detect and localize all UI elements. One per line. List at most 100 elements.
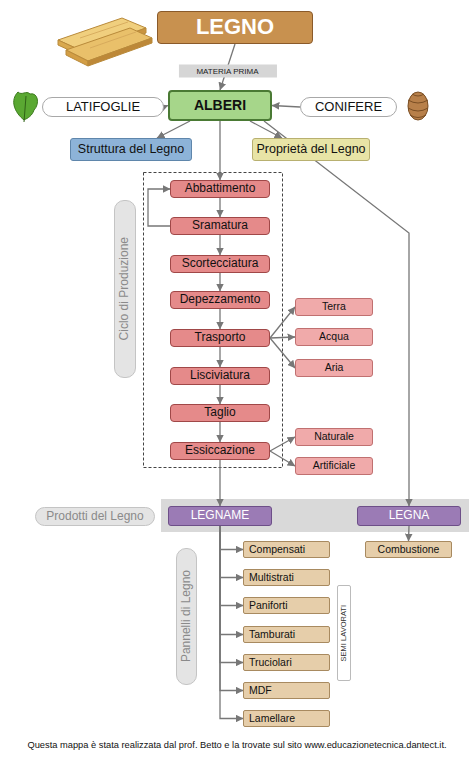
section-label: Prodotti del Legno	[35, 507, 155, 526]
use-box: Combustione	[365, 541, 452, 558]
connector-arrow	[270, 337, 295, 338]
product-box: LEGNA	[357, 506, 461, 526]
process-box: Depezzamento	[170, 291, 270, 309]
node-text: Prodotti del Legno	[46, 510, 143, 523]
connector-arrow	[220, 526, 243, 606]
process-box: Trasporto	[170, 329, 270, 347]
topic-box: Proprietà del Legno	[252, 138, 370, 161]
connector-arrow	[220, 526, 243, 635]
process-box: Sramatura	[170, 217, 270, 235]
group-tag: SEMI LAVORATI	[337, 585, 351, 681]
connector-arrow	[219, 273, 220, 291]
node-text: Truciolari	[249, 657, 292, 669]
node-text: Tamburati	[249, 629, 295, 641]
connector-arrow	[157, 121, 190, 138]
section-label: Pannelli di Legno	[176, 548, 197, 685]
process-box: Essiccazione	[170, 442, 270, 460]
pinecone-icon	[408, 92, 428, 120]
option-box: Terra	[295, 298, 373, 316]
node-text: Trasporto	[195, 331, 246, 344]
node-text: LEGNA	[389, 509, 430, 522]
cycle-dashed-frame	[144, 173, 283, 468]
node-text: Lamellare	[249, 713, 295, 725]
connector-arrow	[220, 526, 243, 578]
connector-arrow	[219, 235, 220, 255]
node-text: Abbattimento	[185, 182, 256, 195]
node-text: LEGNO	[196, 15, 274, 39]
connector-arrow	[270, 451, 295, 466]
connector-arrow	[270, 338, 295, 368]
connector-arrow	[408, 526, 410, 541]
node-text: Artificiale	[313, 460, 356, 472]
connector-arrow	[272, 106, 300, 108]
connector-arrow	[270, 307, 295, 338]
panel-box: Truciolari	[243, 654, 330, 671]
connector-arrow	[219, 422, 220, 442]
category-box: LATIFOGLIE	[42, 97, 164, 117]
products-band	[161, 499, 469, 532]
node-text: Terra	[322, 301, 346, 313]
node-text: Ciclo di Produzione	[118, 237, 131, 340]
edge-label: MATERIA PRIMA	[178, 65, 276, 78]
connector-arrow	[220, 526, 243, 691]
topic-box: Struttura del Legno	[70, 138, 192, 161]
node-text: Pannelli di Legno	[180, 570, 193, 662]
option-box: Naturale	[295, 428, 373, 446]
node-text: Compensati	[249, 544, 305, 556]
connector-arrow	[148, 189, 170, 226]
node-text: Struttura del Legno	[78, 143, 184, 157]
connector-arrow	[219, 347, 220, 367]
connector-arrow	[219, 309, 220, 329]
connector-arrow	[250, 121, 282, 138]
panel-box: MDF	[243, 682, 330, 699]
panel-box: Compensati	[243, 541, 330, 558]
node-text: CONIFERE	[315, 100, 382, 114]
category-box: CONIFERE	[300, 97, 397, 117]
node-text: Proprietà del Legno	[256, 143, 365, 157]
product-box: LEGNAME	[168, 506, 272, 526]
node-text: Scortecciatura	[182, 257, 259, 270]
connector-arrow	[264, 121, 409, 506]
node-text: Paniforti	[249, 600, 288, 612]
node-text: Multistrati	[249, 572, 294, 584]
node-text: MDF	[249, 685, 272, 697]
node-text: Sramatura	[192, 219, 248, 232]
process-box: Abbattimento	[170, 180, 270, 198]
process-box: Taglio	[170, 404, 270, 422]
node-text: Lisciviatura	[190, 369, 250, 382]
node-text: SEMI LAVORATI	[340, 605, 348, 661]
footer-caption: Questa mappa è stata realizzata dal prof…	[0, 740, 474, 750]
node-text: Taglio	[204, 406, 235, 419]
option-box: Artificiale	[295, 457, 373, 475]
main-box: ALBERI	[168, 90, 272, 121]
panel-box: Lamellare	[243, 710, 330, 727]
connector-arrow	[270, 437, 295, 451]
connector-arrow	[220, 526, 243, 550]
node-text: Depezzamento	[180, 293, 261, 306]
node-text: Naturale	[314, 431, 354, 443]
node-text: LATIFOGLIE	[66, 100, 140, 114]
node-text: Acqua	[319, 331, 349, 343]
node-text: Essiccazione	[185, 444, 255, 457]
connector-arrow	[219, 460, 220, 506]
connector-arrow	[219, 198, 220, 217]
title-box: LEGNO	[157, 11, 313, 44]
node-text: Combustione	[378, 544, 440, 556]
connector-arrow	[220, 526, 243, 663]
wood-planks-illustration	[58, 18, 152, 66]
process-box: Scortecciatura	[170, 255, 270, 273]
panel-box: Multistrati	[243, 569, 330, 586]
panel-box: Tamburati	[243, 626, 330, 643]
leaf-icon	[14, 92, 38, 122]
panel-box: Paniforti	[243, 597, 330, 614]
node-text: Aria	[325, 362, 344, 374]
option-box: Aria	[295, 359, 373, 377]
node-text: ALBERI	[194, 98, 246, 113]
process-box: Lisciviatura	[170, 367, 270, 385]
section-label: Ciclo di Produzione	[114, 200, 136, 378]
option-box: Acqua	[295, 328, 373, 346]
connector-arrow	[219, 121, 220, 180]
connector-arrow	[219, 385, 220, 404]
node-text: LEGNAME	[191, 509, 250, 522]
